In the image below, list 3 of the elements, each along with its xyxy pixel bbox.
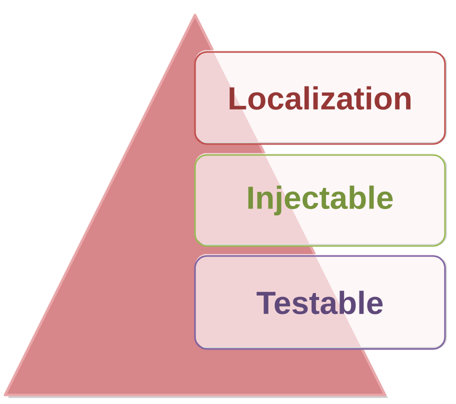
label-box: Injectable [194, 153, 447, 247]
label-box: Testable [194, 254, 447, 350]
label-box: Localization [194, 50, 447, 145]
